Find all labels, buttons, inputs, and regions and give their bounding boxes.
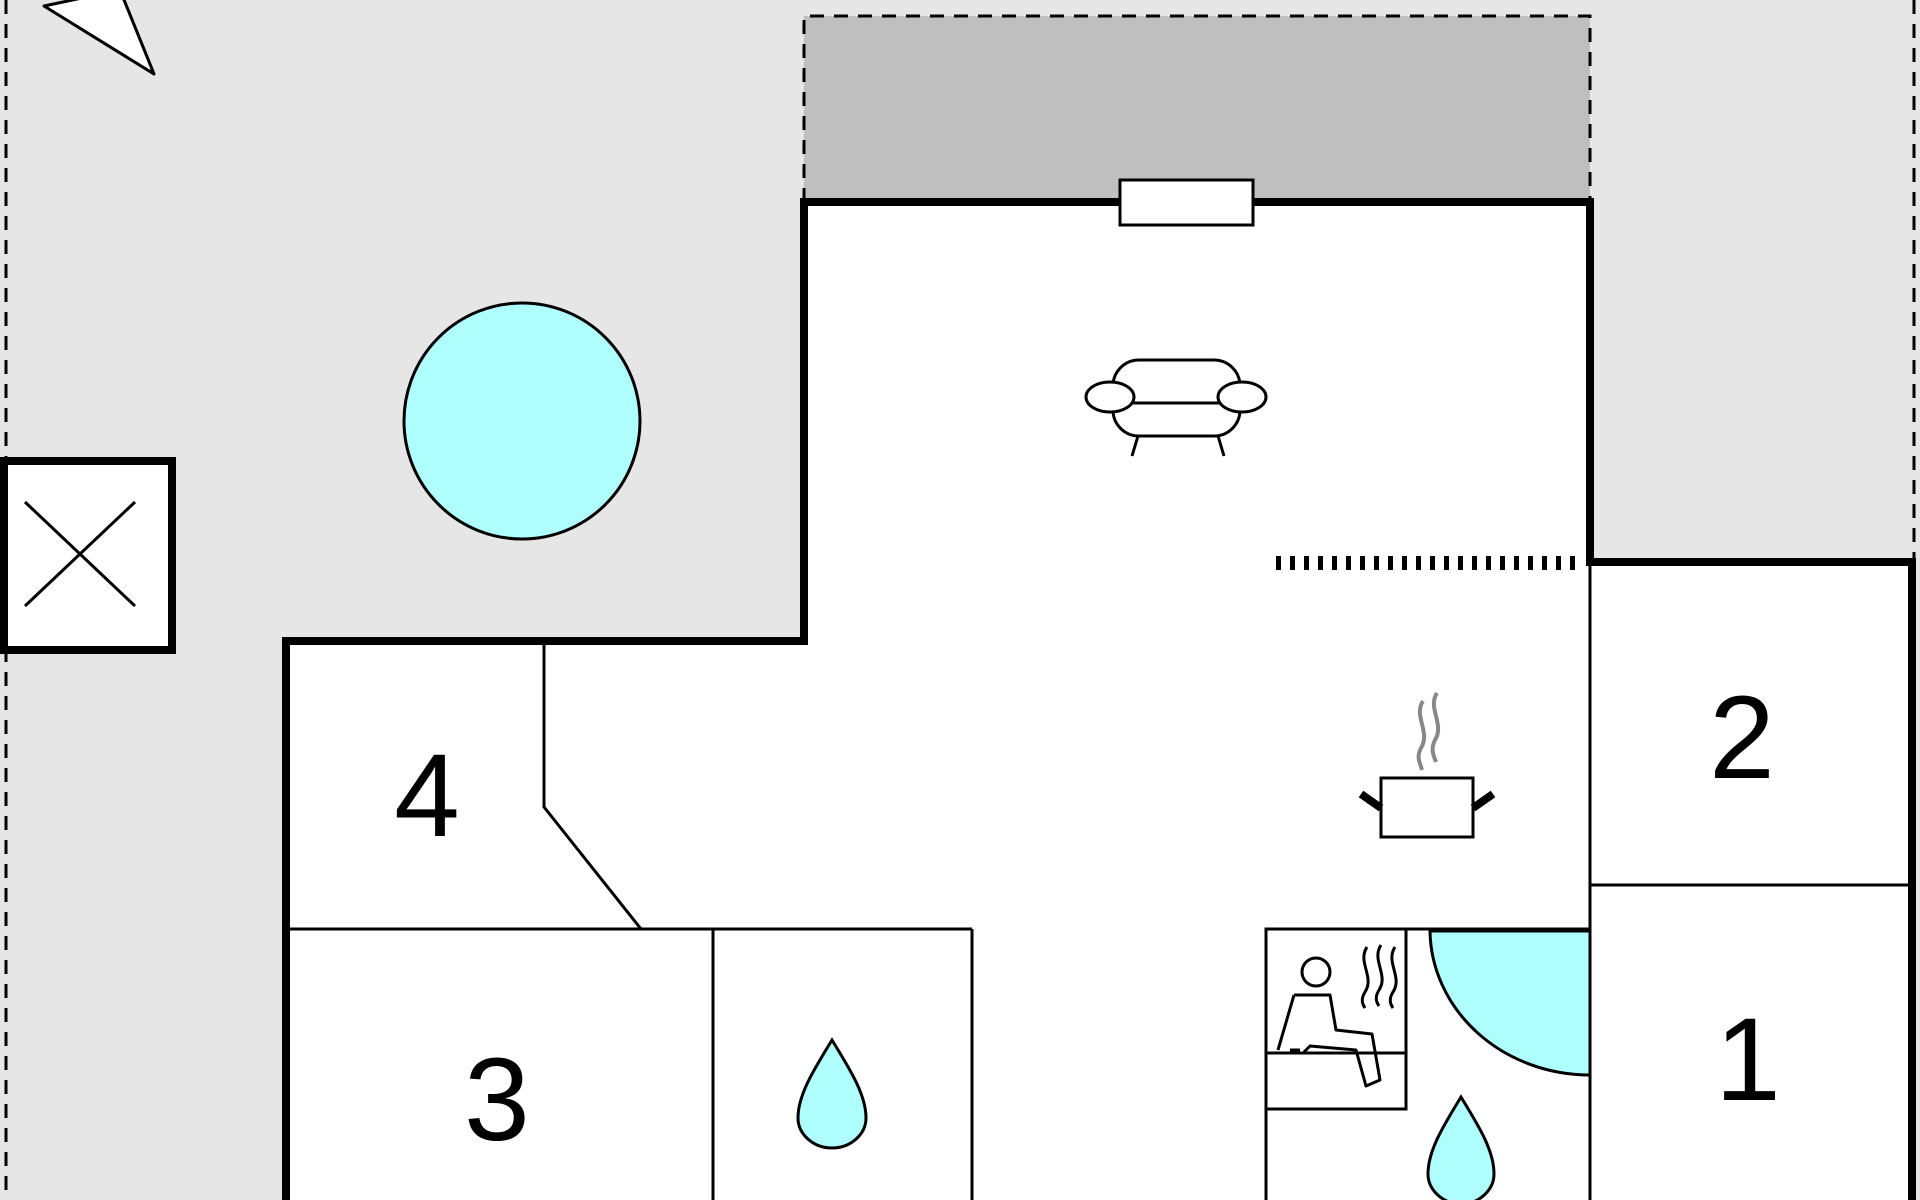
room-number-2: 2 [1709,672,1775,804]
jacuzzi-icon [1428,929,1592,1077]
shower-drop-icon [796,1037,868,1150]
pool-icon [402,301,642,541]
skylight-x-icon [0,457,176,654]
room-number-3: 3 [464,1034,530,1166]
shower-drop-icon [1426,1094,1496,1200]
room-number-4: 4 [394,730,460,862]
room-number-1: 1 [1715,994,1781,1126]
kitchen-pot-icon [1358,691,1496,839]
compass-north-arrow-icon [42,0,156,76]
sauna-icon [1264,927,1408,1111]
sofa-icon [1084,358,1268,457]
covered-terrace [804,16,1590,202]
covered-terrace-border [802,14,1592,202]
window [1118,178,1255,227]
